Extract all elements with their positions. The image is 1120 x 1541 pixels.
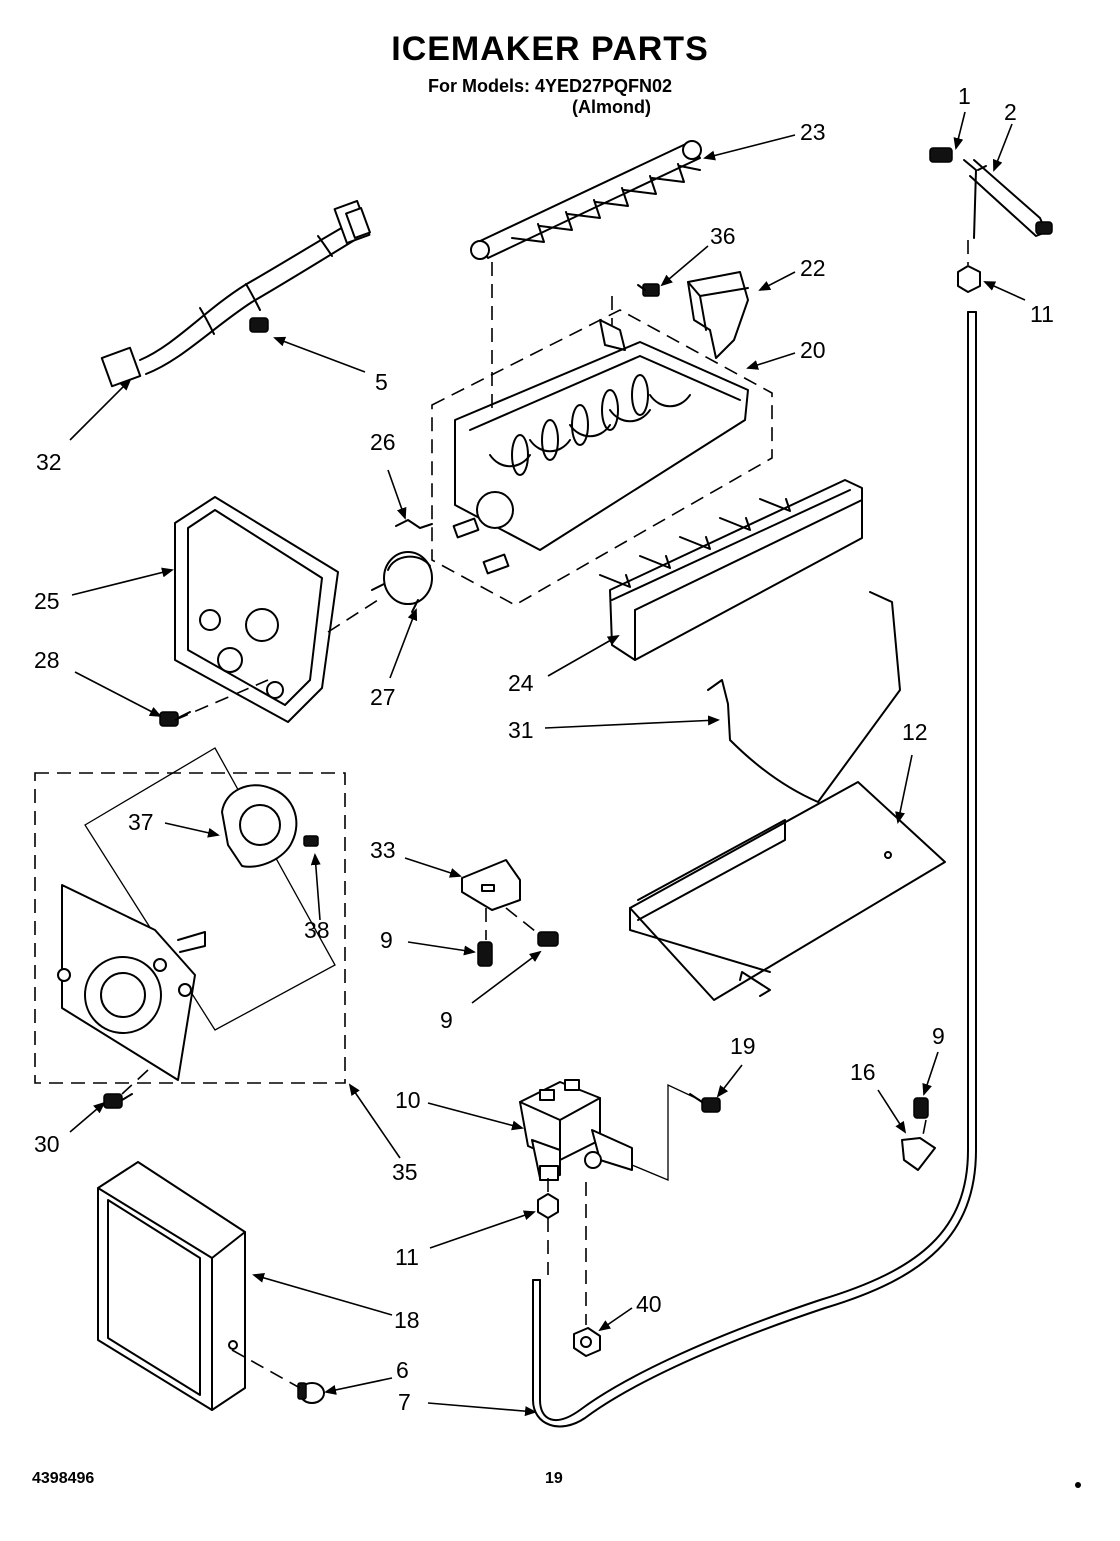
bracket [687, 271, 749, 359]
callout-labels: 1 2 23 36 22 11 20 5 32 26 25 27 28 24 3… [34, 83, 1054, 1415]
callout-16: 16 [850, 1059, 876, 1085]
corner-dot [1075, 1482, 1081, 1488]
callout-19: 19 [730, 1033, 756, 1059]
nut-40 [573, 1327, 601, 1357]
callout-7: 7 [398, 1389, 411, 1415]
callout-28: 28 [34, 647, 60, 673]
callout-30: 30 [34, 1131, 60, 1157]
callout-24: 24 [508, 670, 534, 696]
callout-32: 32 [36, 449, 62, 475]
stripper [599, 479, 863, 661]
screw-9b [537, 931, 559, 947]
screw-9a [477, 941, 493, 967]
callout-20: 20 [800, 337, 826, 363]
callout-10: 10 [395, 1087, 421, 1113]
screw-9c [913, 1097, 929, 1119]
harness-clip [249, 317, 269, 333]
ejector [470, 140, 702, 260]
page-number: 19 [545, 1470, 563, 1487]
model-variant: (Almond) [572, 97, 651, 117]
leader-lines [69, 111, 1026, 1417]
page-title: ICEMAKER PARTS [391, 30, 709, 68]
water-valve [519, 1079, 633, 1181]
motor-27 [371, 551, 433, 613]
callout-35: 35 [392, 1159, 418, 1185]
callout-2: 2 [1004, 99, 1017, 125]
callout-9c: 9 [932, 1023, 945, 1049]
nut-11-lower [537, 1193, 559, 1219]
alignment-lines [121, 240, 969, 1389]
shutoff-arm [707, 591, 901, 803]
document-number: 4398496 [32, 1470, 95, 1487]
plug-6 [297, 1382, 325, 1404]
callout-22: 22 [800, 255, 826, 281]
callout-9a: 9 [380, 927, 393, 953]
mounting-plate [629, 781, 946, 1001]
callout-25: 25 [34, 588, 60, 614]
callout-31: 31 [508, 717, 534, 743]
wiring-harness [100, 199, 371, 388]
callout-11-lower: 11 [395, 1244, 419, 1270]
screw-30 [103, 1093, 133, 1109]
callout-40: 40 [636, 1291, 662, 1317]
callout-36: 36 [710, 223, 736, 249]
housing-cover [174, 496, 339, 723]
callout-1: 1 [958, 83, 971, 109]
callout-33: 33 [370, 837, 396, 863]
callout-9b: 9 [440, 1007, 453, 1033]
nut-11-upper [957, 265, 981, 293]
callout-38: 38 [304, 917, 330, 943]
callout-18: 18 [394, 1307, 420, 1333]
callout-6: 6 [396, 1357, 409, 1383]
screw-28 [159, 711, 191, 727]
callout-27: 27 [370, 684, 396, 710]
front-cover [97, 1161, 246, 1411]
callout-37: 37 [128, 809, 154, 835]
callout-12: 12 [902, 719, 928, 745]
deflector-33 [461, 859, 521, 911]
screw-19 [689, 1093, 721, 1113]
water-tube [532, 311, 977, 1428]
clamp-16 [901, 1137, 936, 1171]
fill-tube-fitting [929, 147, 1053, 239]
callout-23: 23 [800, 119, 826, 145]
models-line: For Models: 4YED27PQFN02 [428, 76, 673, 96]
callout-5: 5 [375, 369, 388, 395]
mold-assembly [431, 309, 773, 606]
clip-26 [395, 519, 433, 529]
callout-11-upper: 11 [1030, 301, 1054, 327]
callout-26: 26 [370, 429, 396, 455]
screw-36 [637, 283, 660, 297]
module-group [34, 747, 346, 1084]
